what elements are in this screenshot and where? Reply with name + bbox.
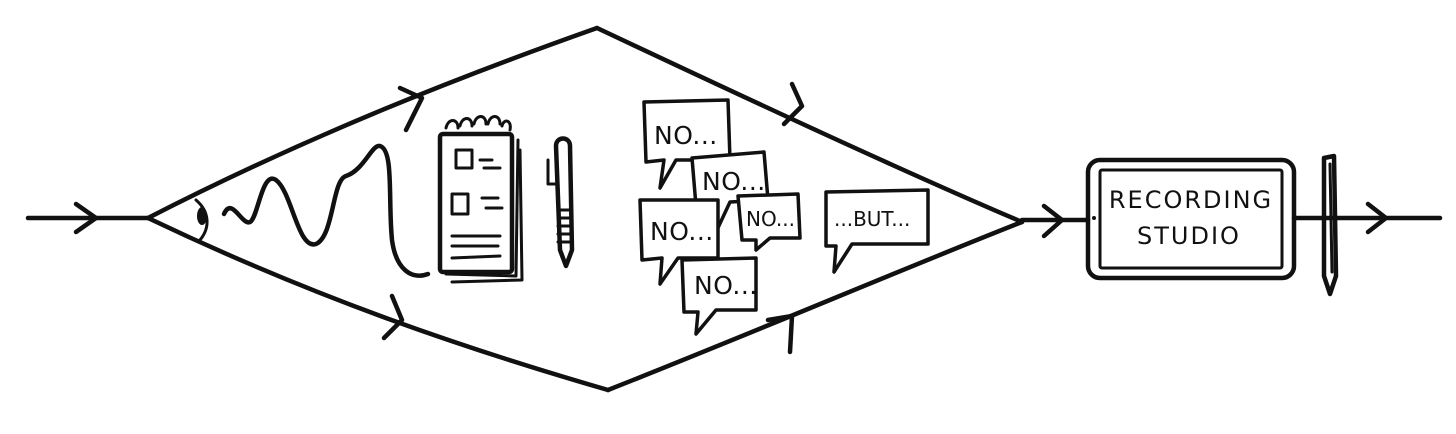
tablet-icon: RECORDING STUDIO	[1085, 157, 1297, 281]
bubble-no-2-text: NO...	[702, 167, 766, 196]
studio-label-line1: RECORDING	[1109, 186, 1273, 214]
notepad-icon	[437, 115, 524, 284]
input-arrow	[73, 201, 99, 235]
bubble-no-1: NO...	[642, 98, 732, 190]
arrow-lower-right	[765, 313, 795, 355]
diamond-lower-left-edge	[145, 215, 611, 393]
bubble-no-1-text: NO...	[654, 121, 718, 150]
arrow-upper-left	[397, 85, 425, 133]
output-arrow	[1365, 201, 1389, 235]
exploration-squiggle	[221, 143, 431, 278]
mid-arrow	[1041, 203, 1065, 239]
arrow-upper-right	[781, 81, 805, 127]
bubble-no-4-text: NO...	[746, 207, 795, 231]
diamond-upper-right-edge	[594, 25, 1025, 225]
bubble-but-text: ...BUT...	[834, 207, 910, 231]
bubble-but: ...BUT...	[824, 188, 930, 274]
bubble-no-2: NO...	[690, 150, 770, 234]
bubble-no-5: NO...	[680, 256, 758, 336]
bubble-no-3-text: NO...	[650, 217, 714, 246]
pen-icon	[546, 136, 575, 269]
diamond-upper-left-edge	[145, 25, 600, 221]
diamond-lower-right-edge	[605, 219, 1025, 393]
bubble-no-3: NO...	[638, 198, 720, 286]
studio-label-line2: STUDIO	[1137, 222, 1241, 250]
pencil-icon	[1321, 153, 1339, 297]
bubble-no-5-text: NO...	[694, 271, 758, 300]
bubble-no-4: NO...	[736, 192, 802, 252]
eye-icon	[194, 198, 209, 242]
arrow-lower-left	[381, 293, 405, 341]
